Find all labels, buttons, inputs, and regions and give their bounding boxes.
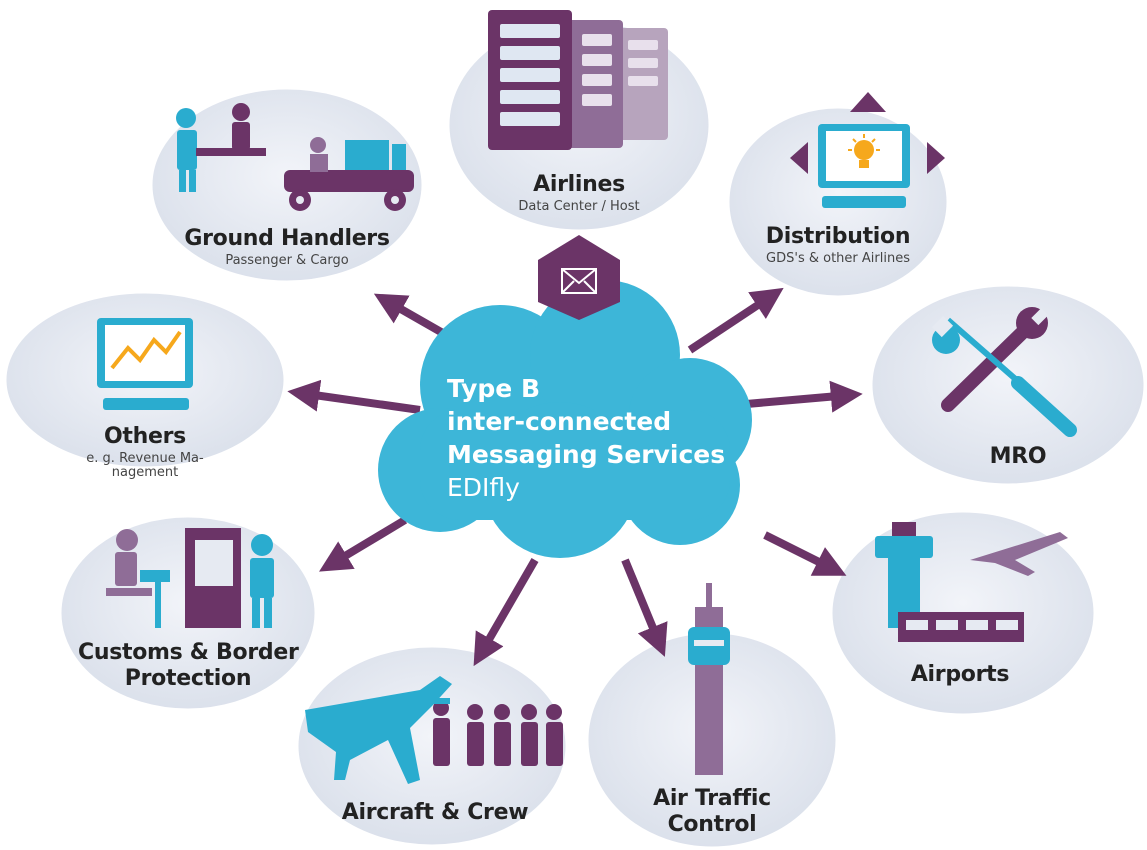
customs-title-line1: Customs & Border	[78, 640, 299, 665]
control-tower-icon	[688, 583, 730, 775]
envelope-icon	[538, 235, 620, 320]
airlines-subtitle: Data Center / Host	[518, 199, 640, 214]
air-traffic-title-line2: Control	[667, 812, 757, 837]
customs-officer-icon	[106, 528, 274, 628]
monitor-lightbulb-icon	[790, 92, 945, 208]
arrow-others	[287, 379, 421, 414]
others-subtitle-line1: e. g. Revenue Ma-	[86, 451, 204, 466]
mro-title: MRO	[989, 444, 1047, 469]
airplane-crew-icon	[305, 676, 563, 784]
distribution-title: Distribution	[765, 224, 911, 249]
aircraft-crew-node	[295, 644, 569, 848]
aircraft-crew-title: Aircraft & Crew	[341, 800, 529, 825]
ground-title: Ground Handlers	[184, 226, 390, 251]
customs-title-line2: Protection	[124, 666, 252, 691]
arrow-air-traffic	[621, 558, 668, 657]
others-subtitle-line2: nagement	[111, 465, 179, 480]
ground-staff-icon	[176, 103, 414, 211]
cloud-title-line2: inter-connected	[447, 407, 672, 436]
arrow-airports	[763, 531, 847, 576]
monitor-chart-icon	[97, 318, 193, 410]
cloud-title-line4: EDIfly	[447, 473, 520, 502]
airlines-title: Airlines	[533, 172, 625, 197]
cloud-title-line3: Messaging Services	[447, 440, 726, 469]
connection-arrows	[287, 287, 863, 667]
distribution-subtitle: GDS's & other Airlines	[766, 251, 910, 266]
arrow-mro	[734, 380, 863, 413]
arrow-distribution	[687, 287, 784, 354]
ground-subtitle: Passenger & Cargo	[225, 253, 349, 268]
arrow-customs	[319, 516, 408, 572]
others-title: Others	[104, 424, 186, 449]
wrench-screwdriver-icon	[931, 307, 1077, 437]
messaging-cloud	[378, 280, 752, 558]
airports-title: Airports	[910, 662, 1010, 687]
arrow-aircraft-crew	[473, 557, 539, 667]
server-rack-icon	[488, 10, 668, 150]
cloud-title-line1: Type B	[447, 374, 540, 403]
control-tower-airplane-icon	[875, 522, 1068, 642]
air-traffic-title-line1: Air Traffic	[653, 786, 771, 811]
